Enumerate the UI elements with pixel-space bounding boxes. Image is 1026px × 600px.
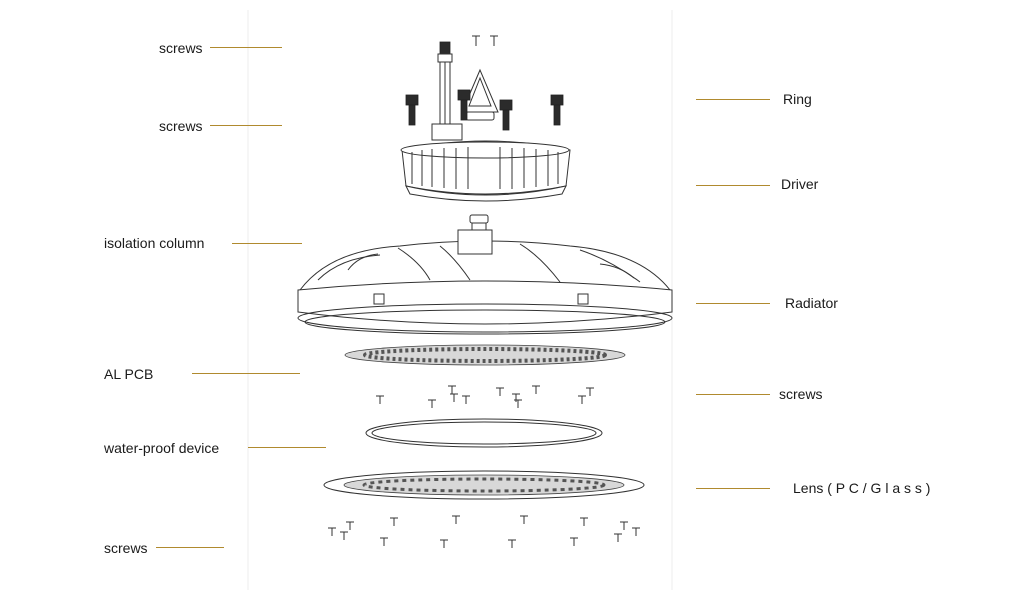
bottom-screws-part	[328, 515, 640, 548]
label-screws-bottom: screws	[104, 540, 148, 556]
ring-part	[461, 68, 499, 121]
water-proof-device-part	[365, 418, 603, 448]
label-driver: Driver	[781, 176, 819, 192]
label-lens: Lens ( P C / G l a s s )	[793, 480, 931, 496]
label-radiator: Radiator	[785, 295, 838, 311]
label-isolation-column: isolation column	[104, 235, 205, 251]
leader-screws-bottom	[156, 547, 224, 548]
leader-ring	[696, 99, 770, 100]
driver-bolts	[405, 89, 564, 131]
leader-lens	[696, 488, 770, 489]
leader-radiator	[696, 303, 770, 304]
leader-water-proof-device	[248, 447, 326, 448]
label-screws-upper: screws	[159, 118, 203, 134]
leader-screws-right	[696, 394, 770, 395]
leader-isolation-column	[232, 243, 302, 244]
al-pcb-part	[344, 344, 626, 366]
radiator-part	[297, 229, 673, 335]
leader-al-pcb	[192, 373, 300, 374]
top-screws-part	[472, 35, 498, 46]
label-water-proof-device: water-proof device	[104, 440, 220, 456]
leader-screws-top	[210, 47, 282, 48]
label-screws-top: screws	[159, 40, 203, 56]
leader-screws-upper	[210, 125, 282, 126]
lens-part	[323, 470, 645, 500]
driver-part	[400, 123, 571, 202]
middle-screws-part	[376, 385, 594, 408]
cable-stem-part	[437, 41, 453, 125]
label-screws-right: screws	[779, 386, 823, 402]
label-ring: Ring	[783, 91, 812, 107]
leader-driver	[696, 185, 770, 186]
label-al-pcb: AL PCB	[104, 366, 154, 382]
